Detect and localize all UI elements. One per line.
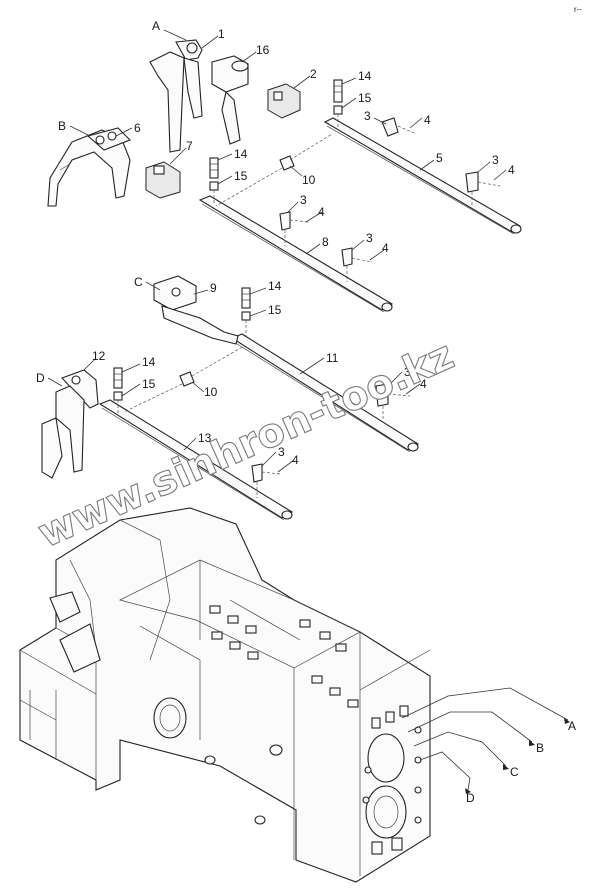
callout-1: 1 xyxy=(218,27,225,41)
callout-3-a: 3 xyxy=(364,109,371,123)
callout-B-bottom: B xyxy=(536,741,544,755)
corner-mark: r-- xyxy=(574,5,582,14)
callout-8: 8 xyxy=(322,235,329,249)
arrowheads xyxy=(465,718,570,794)
bolt-3-rail8-b xyxy=(341,247,373,282)
shift-fork-6 xyxy=(47,127,131,207)
callout-4-f: 4 xyxy=(292,453,299,467)
callout-3-e: 3 xyxy=(404,365,411,379)
callout-10-b: 10 xyxy=(204,385,218,399)
callout-3-b: 3 xyxy=(492,153,499,167)
callout-15-b: 15 xyxy=(234,169,248,183)
callout-3-c: 3 xyxy=(300,193,307,207)
callout-4-b: 4 xyxy=(508,163,515,177)
callout-16: 16 xyxy=(256,43,270,57)
callout-15-a: 15 xyxy=(358,91,372,105)
callout-C-bottom: C xyxy=(510,765,519,779)
callout-4-e: 4 xyxy=(420,377,427,391)
watermark-text: www.sinhron-too.kz xyxy=(31,332,460,557)
callout-3-f: 3 xyxy=(278,445,285,459)
callout-14-d: 14 xyxy=(142,355,156,369)
callout-labels: A 1 16 2 14 15 3 4 B 6 7 14 15 10 5 3 4 … xyxy=(36,19,576,805)
interlock-pin-10-lower xyxy=(123,345,245,413)
bolt-3-rail11 xyxy=(375,383,411,420)
callout-9: 9 xyxy=(210,281,217,295)
shift-rail-5 xyxy=(323,117,522,235)
callout-6: 6 xyxy=(134,121,141,135)
callout-3-d: 3 xyxy=(366,231,373,245)
callout-5: 5 xyxy=(436,151,443,165)
shift-rail-8 xyxy=(198,195,394,313)
callout-10-a: 10 xyxy=(302,173,316,187)
shift-rail-13 xyxy=(98,399,294,521)
bolt-3-rail13 xyxy=(251,463,281,498)
callout-2: 2 xyxy=(310,67,317,81)
callout-14-a: 14 xyxy=(358,69,372,83)
callout-14-b: 14 xyxy=(234,147,248,161)
shift-sleeve-16 xyxy=(211,55,249,145)
detent-spring-14-second xyxy=(209,157,219,204)
callout-B-top: B xyxy=(58,119,66,133)
shift-block-7 xyxy=(145,161,181,199)
callout-4-d: 4 xyxy=(382,241,389,255)
callout-12: 12 xyxy=(92,349,106,363)
shift-fork-9 xyxy=(153,275,239,345)
callout-D-top: D xyxy=(36,371,45,385)
bolt-3-rail8-a xyxy=(279,211,309,246)
callout-11: 11 xyxy=(326,351,339,365)
detent-spring-14-third xyxy=(241,287,251,336)
callout-13: 13 xyxy=(198,431,212,445)
transmission-housing xyxy=(19,507,431,883)
detent-spring-14-top xyxy=(333,79,343,128)
callout-D-bottom: D xyxy=(466,791,475,805)
housing-bore-leaders xyxy=(401,687,569,791)
callout-C-top: C xyxy=(134,275,143,289)
shift-fork-12 xyxy=(41,369,99,479)
callout-15-c: 15 xyxy=(268,303,282,317)
callout-A-bottom: A xyxy=(568,719,576,733)
callout-4-a: 4 xyxy=(424,113,431,127)
callout-4-c: 4 xyxy=(318,205,325,219)
callout-15-d: 15 xyxy=(142,377,156,391)
bolt-3-rail5 xyxy=(381,117,417,137)
bolt-3-rail5-end xyxy=(465,171,501,206)
callout-leaders xyxy=(47,29,507,473)
callout-A-top: A xyxy=(152,19,160,33)
callout-7: 7 xyxy=(186,139,193,153)
shift-block-2 xyxy=(267,83,301,119)
shift-rail-11 xyxy=(230,333,420,453)
callout-14-c: 14 xyxy=(268,279,282,293)
shift-fork-1 xyxy=(149,39,203,153)
